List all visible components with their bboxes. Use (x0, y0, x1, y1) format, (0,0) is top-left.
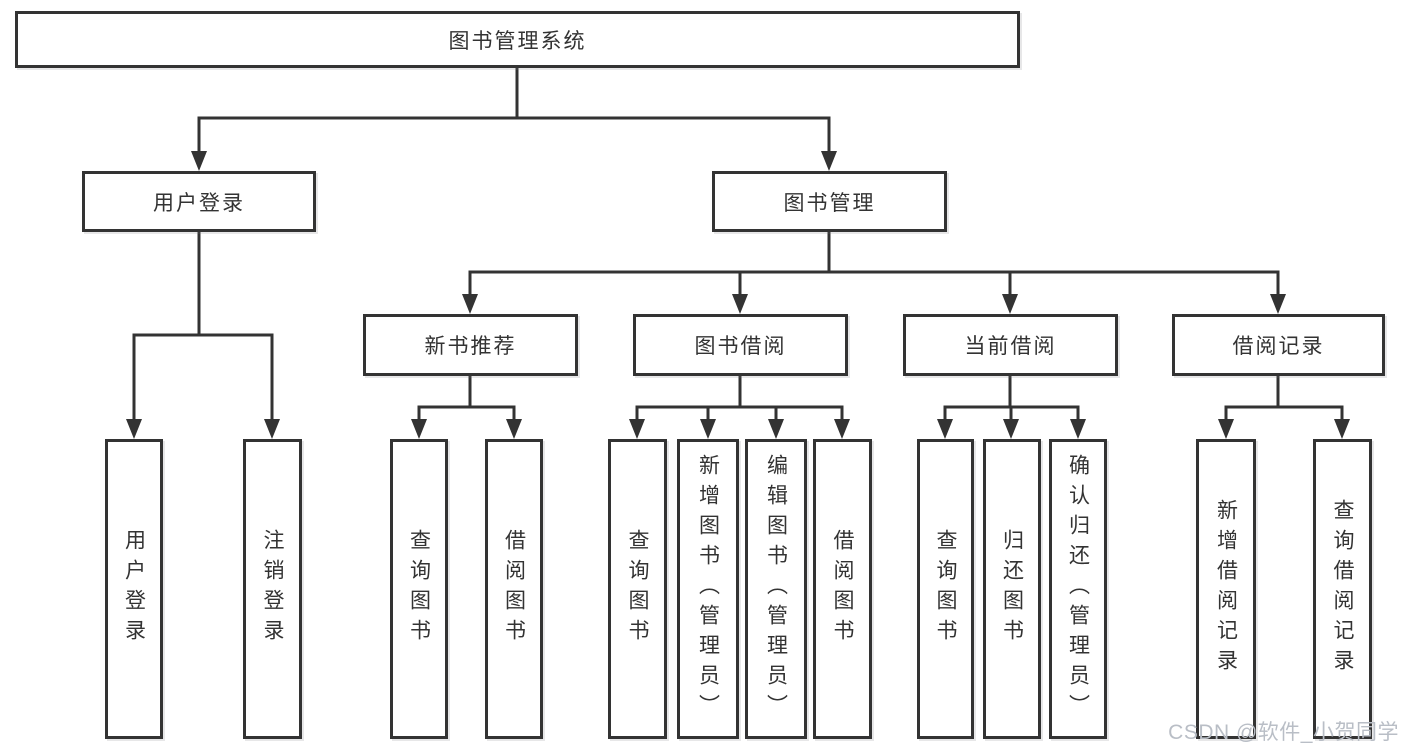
watermark: CSDN @软件_小贺同学 (1168, 721, 1399, 744)
leaf-return-book: 归还图书 (983, 439, 1041, 739)
node-user-login: 用户登录 (82, 171, 316, 232)
node-borrow-records: 借阅记录 (1172, 314, 1385, 376)
leaf-add-book-admin: 新增图书（管理员） (677, 439, 739, 739)
node-new-book-recommend: 新书推荐 (363, 314, 578, 376)
leaf-logout: 注销登录 (243, 439, 302, 739)
node-book-management: 图书管理 (712, 171, 947, 232)
leaf-borrow-books-2: 借阅图书 (813, 439, 872, 739)
node-current-borrow: 当前借阅 (903, 314, 1118, 376)
leaf-add-borrow-record: 新增借阅记录 (1196, 439, 1256, 739)
root-node-book-management-system: 图书管理系统 (15, 11, 1020, 68)
leaf-query-books-1: 查询图书 (390, 439, 448, 739)
leaf-query-books-3: 查询图书 (917, 439, 974, 739)
leaf-confirm-return-admin: 确认归还（管理员） (1049, 439, 1107, 739)
leaf-query-books-2: 查询图书 (608, 439, 667, 739)
node-book-borrow: 图书借阅 (633, 314, 848, 376)
leaf-query-borrow-record: 查询借阅记录 (1313, 439, 1372, 739)
leaf-borrow-books-1: 借阅图书 (485, 439, 543, 739)
leaf-edit-book-admin: 编辑图书（管理员） (745, 439, 807, 739)
leaf-user-login: 用户登录 (105, 439, 163, 739)
